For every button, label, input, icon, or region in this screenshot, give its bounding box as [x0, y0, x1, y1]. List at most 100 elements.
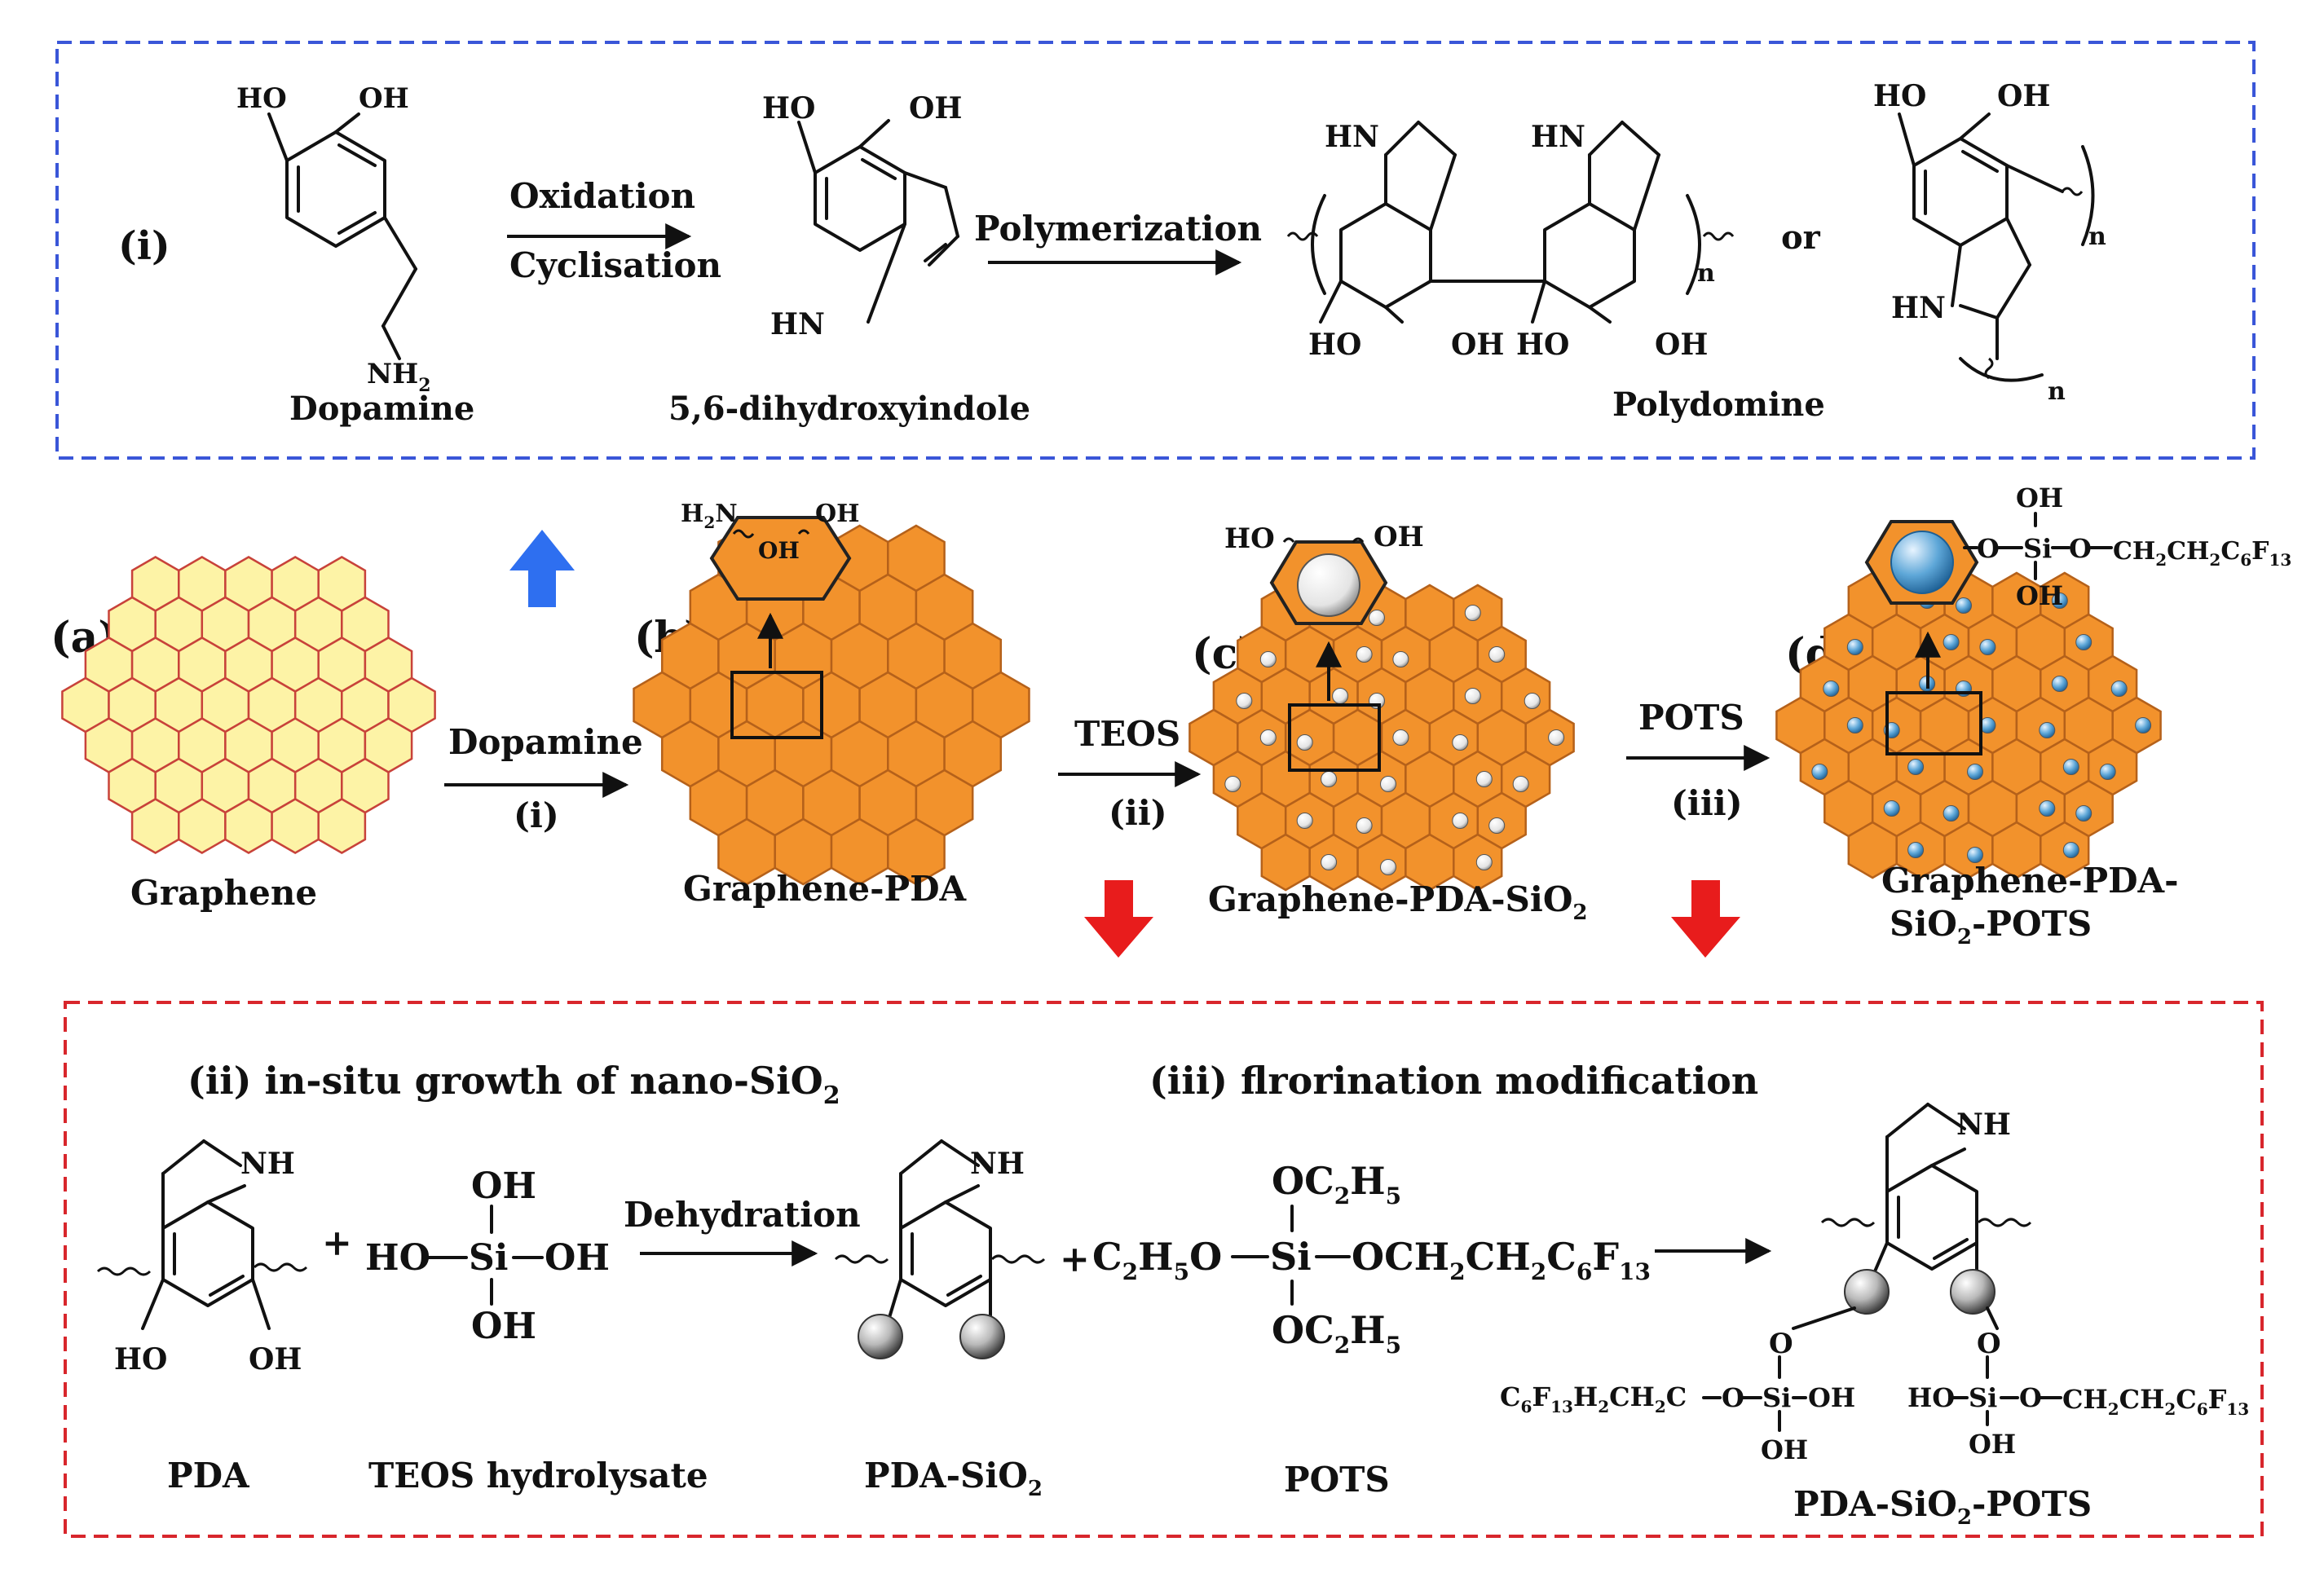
pda-sio2-name: PDA-SiO2 [864, 1456, 1043, 1501]
nano-particle [1943, 634, 1960, 650]
nano-particle [2110, 681, 2128, 697]
nano-particle [1380, 776, 1396, 792]
step-i-label: (i) [118, 223, 170, 269]
dopamine-oh: OH [359, 82, 409, 115]
nano-particle [1943, 805, 1960, 822]
pda-sio2-nh: NH [970, 1147, 1025, 1181]
polydomine-name: Polydomine [1612, 385, 1825, 424]
nano-particle [1811, 764, 1828, 780]
nano-particle [1452, 734, 1469, 751]
sio2-hexagon-c: HO OH [1224, 521, 1424, 625]
dhi-oh: OH [909, 91, 962, 126]
polydomine-hn1: HN [1325, 120, 1379, 154]
product-right-chain: CH2CH2C6F13 [2062, 1384, 2249, 1419]
nano-particle [1488, 817, 1506, 834]
teos-oh-bottom: OH [471, 1306, 536, 1347]
nano-particle [2135, 717, 2152, 733]
polydomine-oh1: OH [1451, 328, 1504, 362]
dopamine-nh2: NH2 [367, 358, 431, 396]
pots-o1: O [1977, 533, 2000, 564]
nano-particle [1883, 800, 1900, 817]
teos-hydrolysate: OH HO Si OH OH TEOS hydrolysate [365, 1165, 708, 1496]
pots-hexagon-d: O Si OH OH O CH2CH2C6F13 [1864, 482, 2291, 611]
alt-hn: HN [1891, 291, 1946, 325]
pda-nh: NH [240, 1147, 295, 1181]
dopamine-structure: HO OH NH2 Dopamine [236, 82, 474, 428]
pots-si: Si [2023, 533, 2052, 564]
pots-structure: OC2H5 C2H5O Si OCH2CH2C6F13 OC2H5 POTS [1092, 1159, 1651, 1500]
alt-n-top: n [2088, 222, 2106, 251]
nano-particle [1548, 729, 1565, 746]
product-ho-r: HO [1907, 1382, 1955, 1413]
nano-particle [1979, 639, 1996, 655]
nano-particle [1846, 717, 1863, 733]
graphene-pda-name: Graphene-PDA [683, 869, 968, 909]
alt-ho: HO [1873, 79, 1926, 113]
dehydration-label: Dehydration [624, 1195, 861, 1235]
nano-particle [1259, 729, 1277, 746]
arrow2-top-label: TEOS [1074, 714, 1180, 754]
nano-particle [1392, 651, 1409, 667]
alt-polydomine-structure: n n HO OH HN [1873, 79, 2106, 406]
top-dashed-box [55, 41, 2256, 460]
nano-particle [2099, 764, 2116, 780]
nano-particle [1296, 734, 1313, 751]
pots-oh-top: OH [2016, 482, 2063, 513]
arrow3-bottom-label: (iii) [1671, 783, 1743, 823]
dopamine-name: Dopamine [289, 390, 474, 428]
nano-particle [1967, 847, 1983, 863]
teos-oh-top: OH [471, 1165, 536, 1207]
nano-particle [1524, 693, 1541, 709]
teos-name: TEOS hydrolysate [368, 1456, 708, 1496]
pda-oh-in: OH [758, 537, 800, 564]
nano-particle [1464, 688, 1481, 704]
lattice-hexagon [887, 817, 946, 886]
graphene-pots-name-line1: Graphene-PDA- [1881, 861, 2179, 901]
pots-si-bottom: Si [1270, 1235, 1312, 1279]
nano-particle [1369, 610, 1385, 626]
graphene-pda-sio2-sheet [1188, 584, 1575, 892]
nano-particle [1356, 817, 1373, 834]
nano-particle [1907, 842, 1925, 858]
nano-particle [1332, 688, 1349, 704]
dhi-name: 5,6-dihydroxyindole [668, 390, 1030, 428]
polydomine-n: n [1697, 259, 1715, 288]
graphene-sheet [61, 556, 436, 854]
nano-particle [2062, 842, 2079, 858]
nano-particle [1236, 693, 1253, 709]
nano-particle [1475, 771, 1493, 787]
nano-particle [1296, 813, 1313, 829]
nano-particle [1464, 605, 1481, 621]
nano-particle [2039, 800, 2056, 817]
zoom-box-d [1885, 691, 1982, 755]
nano-particle [1259, 651, 1277, 667]
nano-particle [2075, 634, 2092, 650]
teos-si: Si [469, 1237, 509, 1279]
pots-right: OCH2CH2C6F13 [1352, 1235, 1651, 1285]
product-o-l2: O [1722, 1382, 1744, 1413]
pots-oh-bottom: OH [2016, 580, 2063, 611]
product-oh-lb: OH [1761, 1434, 1808, 1465]
teos-oh-right: OH [545, 1237, 610, 1279]
nano-particle [1823, 681, 1840, 697]
arrow1-top-label: Dopamine [448, 722, 643, 762]
red-down-arrow-right [1671, 880, 1740, 958]
pots-name: POTS [1284, 1460, 1390, 1500]
oxidation-label: Oxidation [509, 176, 695, 216]
nano-particle [2062, 759, 2079, 775]
graphene-name: Graphene [130, 873, 317, 913]
plus-2: + [1060, 1239, 1090, 1280]
nano-particle [2039, 722, 2056, 738]
polydomine-ho2: HO [1516, 328, 1569, 362]
polydomine-structure: HN HN HO OH HO OH n Polydomine [1286, 120, 1825, 424]
product-o-right: O [1977, 1328, 2001, 1360]
nano-particle [1967, 764, 1983, 780]
product-o-r2: O [2019, 1382, 2042, 1413]
red-down-arrow-left [1084, 880, 1153, 958]
sio2-ho: HO [1224, 522, 1275, 555]
nano-particle [1956, 597, 1972, 614]
pda-sio2-structure: NH PDA-SiO2 [834, 1139, 1046, 1501]
teos-ho: HO [365, 1237, 430, 1279]
graphene-pots-sheet [1775, 571, 2162, 879]
